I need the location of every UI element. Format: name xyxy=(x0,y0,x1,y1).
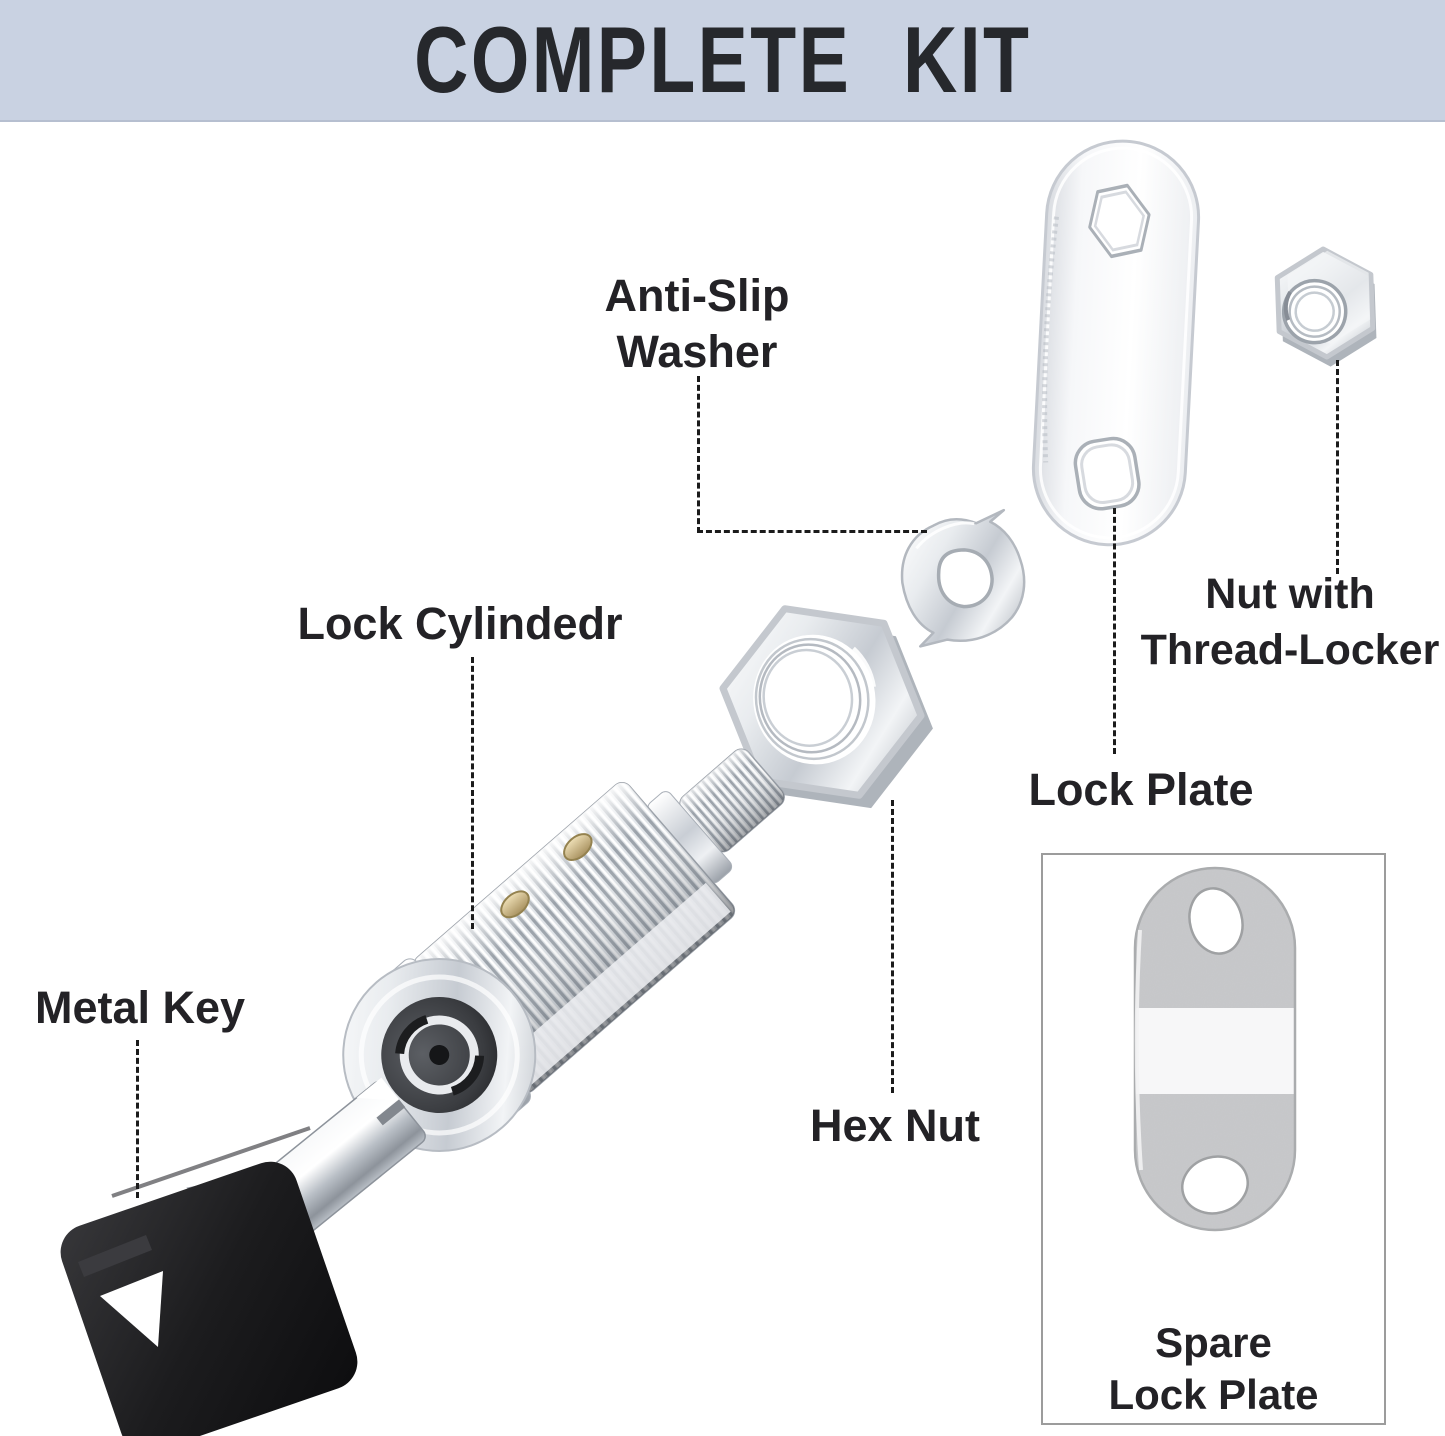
anti-slip-washer-line1: Anti-Slip xyxy=(604,270,790,321)
leader-metal-key xyxy=(136,1040,139,1198)
leader-hex-nut xyxy=(891,800,894,1093)
label-spare-lock-plate: Spare Lock Plate xyxy=(1043,1317,1384,1421)
nut-with-thread-locker-image xyxy=(1274,246,1377,367)
metal-key-head xyxy=(60,1126,358,1436)
lock-cylinder-text: Lock Cylindedr xyxy=(297,598,623,649)
page-title: COMPLETE KIT xyxy=(413,7,1032,112)
lock-plate-image xyxy=(1031,139,1201,547)
anti-slip-washer-line2: Washer xyxy=(616,326,778,377)
lock-cylinder-face xyxy=(342,957,537,1152)
title-banner: COMPLETE KIT xyxy=(0,0,1445,122)
hex-nut-text: Hex Nut xyxy=(809,1100,981,1151)
metal-key-image xyxy=(60,1077,426,1436)
label-hex-nut: Hex Nut xyxy=(775,1098,1015,1154)
metal-key-text: Metal Key xyxy=(34,982,246,1033)
label-lock-plate: Lock Plate xyxy=(1021,762,1261,818)
key-head-hole xyxy=(100,1271,163,1347)
label-nut-thread-locker: Nut with Thread-Locker xyxy=(1130,566,1445,678)
label-lock-cylinder: Lock Cylindedr xyxy=(240,596,680,652)
lock-plate-bottom-hole xyxy=(1073,436,1141,511)
leader-anti-slip-washer xyxy=(697,376,927,533)
brass-pin xyxy=(563,833,593,861)
nut-thread-locker-line1: Nut with xyxy=(1205,570,1375,618)
lock-plate-text: Lock Plate xyxy=(1028,764,1254,815)
lock-cylinder-image xyxy=(342,748,785,1152)
spare-lock-plate-line2: Lock Plate xyxy=(1108,1371,1319,1418)
brass-pin xyxy=(500,890,530,919)
leader-lock-plate xyxy=(1113,508,1116,754)
spare-lock-plate-panel: Spare Lock Plate xyxy=(1041,853,1386,1425)
nut-thread-locker-line2: Thread-Locker xyxy=(1140,626,1440,674)
leader-nut-thread-locker xyxy=(1336,360,1339,574)
label-anti-slip-washer: Anti-Slip Washer xyxy=(500,268,894,380)
leader-lock-cylinder xyxy=(471,657,474,929)
hex-nut-image xyxy=(719,605,933,809)
lock-plate-top-hole xyxy=(1088,183,1151,259)
spare-lock-plate-line1: Spare xyxy=(1155,1319,1272,1366)
label-metal-key: Metal Key xyxy=(30,980,250,1036)
